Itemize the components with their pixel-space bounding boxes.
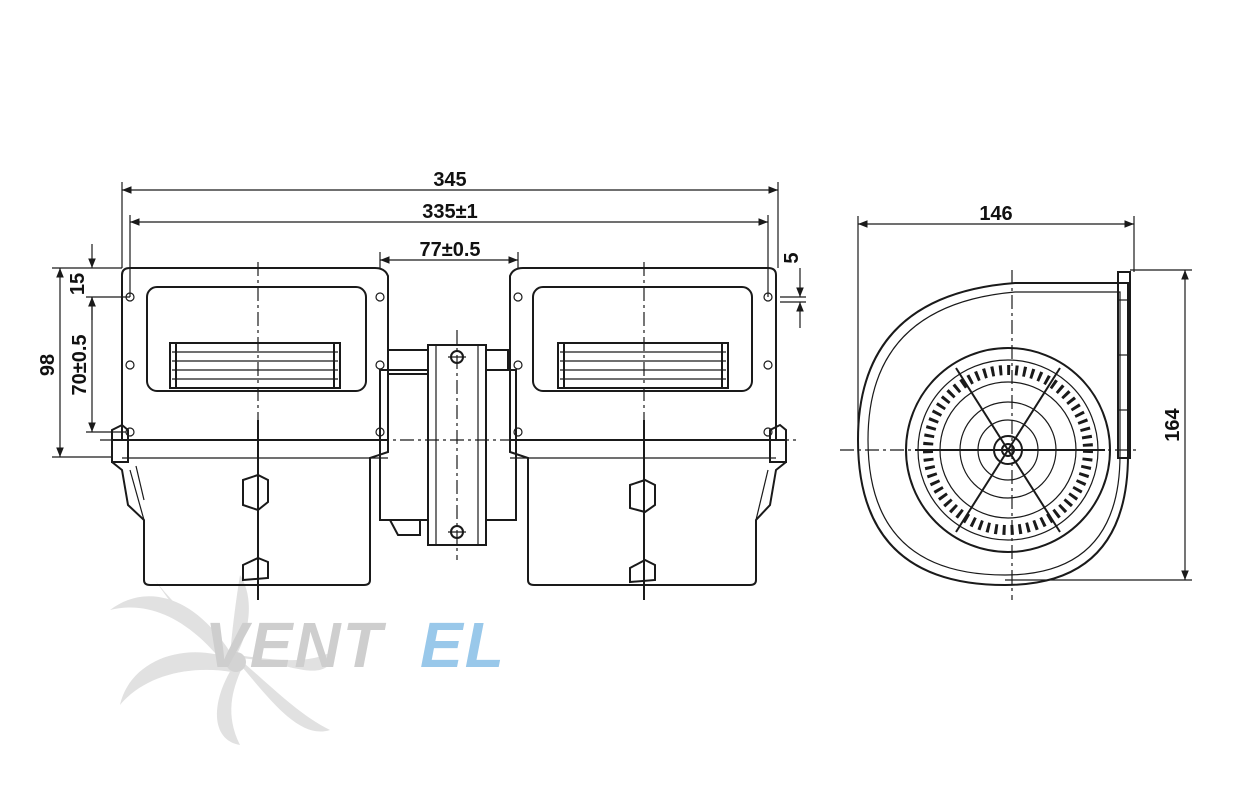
left-housing bbox=[111, 267, 389, 600]
brand-el-text: EL bbox=[420, 609, 506, 681]
dim-center-flange: 77±0.5 bbox=[419, 239, 480, 261]
dim-overall-length: 345 bbox=[433, 169, 466, 191]
brand-vent-text: VENT bbox=[205, 609, 387, 681]
dim-side-height: 164 bbox=[1162, 407, 1184, 441]
right-outlet-grille bbox=[557, 342, 729, 389]
front-view bbox=[100, 262, 800, 600]
ventel-watermark: VENT EL bbox=[110, 575, 506, 745]
fan-logo-icon bbox=[110, 575, 335, 745]
dim-overall-height: 98 bbox=[37, 354, 59, 376]
left-outlet-grille bbox=[169, 342, 341, 389]
dim-hole-spacing: 70±0.5 bbox=[69, 334, 91, 395]
center-motor bbox=[379, 344, 517, 546]
dim-side-width: 146 bbox=[979, 203, 1012, 225]
side-view bbox=[840, 270, 1140, 600]
right-housing bbox=[509, 267, 787, 600]
front-dimensions: 345 335±1 77±0.5 5 15 98 70±0.5 bbox=[37, 169, 806, 458]
dim-mount-span: 335±1 bbox=[422, 201, 477, 223]
dim-top-offset: 15 bbox=[67, 273, 89, 295]
dim-offset-right: 5 bbox=[781, 252, 803, 263]
side-dimensions: 146 164 bbox=[857, 203, 1192, 581]
